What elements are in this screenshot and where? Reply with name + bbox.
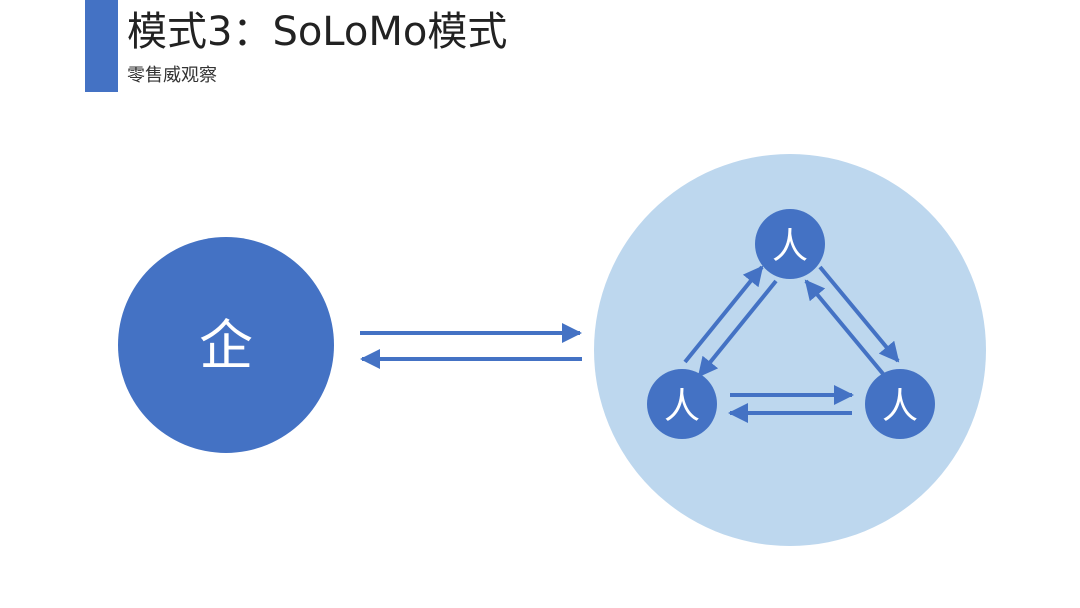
person-label-left: 人 (664, 386, 700, 427)
arrow-top-to-left (697, 279, 778, 378)
page-title: 模式3：SoLoMo模式 (127, 9, 508, 55)
arrow-right-to-top (804, 279, 886, 377)
person-node-left (647, 369, 717, 439)
enterprise-label: 企 (199, 314, 253, 377)
title-accent-bar (85, 0, 118, 92)
person-node-top (755, 209, 825, 279)
arrow-top-to-right (818, 265, 900, 363)
person-node-right (865, 369, 935, 439)
community-circle (594, 154, 986, 546)
page-subtitle: 零售威观察 (127, 65, 217, 86)
arrow-left-to-top (683, 265, 764, 364)
enterprise-circle (118, 237, 334, 453)
person-label-top: 人 (772, 226, 808, 267)
person-label-right: 人 (882, 386, 918, 427)
